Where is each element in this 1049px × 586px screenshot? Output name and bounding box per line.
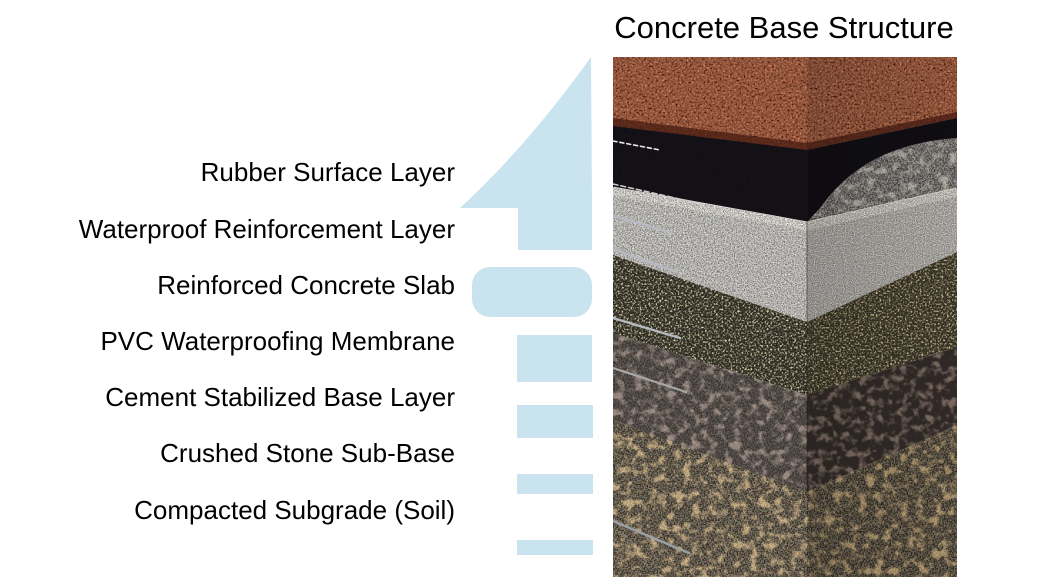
swoosh-shape	[460, 57, 592, 208]
decor-pill	[472, 267, 592, 317]
label-pvc-waterproofing-membrane: PVC Waterproofing Membrane	[100, 326, 455, 356]
label-rubber-surface-layer: Rubber Surface Layer	[200, 157, 455, 187]
label-cement-stabilized-base: Cement Stabilized Base Layer	[105, 382, 455, 412]
label-compacted-subgrade: Compacted Subgrade (Soil)	[134, 495, 455, 525]
decor-dash-1	[517, 335, 592, 382]
label-waterproof-reinforcement: Waterproof Reinforcement Layer	[78, 214, 455, 244]
decor-dash-4	[517, 540, 593, 555]
label-reinforced-concrete-slab: Reinforced Concrete Slab	[157, 270, 455, 300]
steel-pins	[613, 140, 707, 555]
decor-dash-2	[517, 405, 593, 438]
corner-shading	[807, 57, 957, 577]
decorative-swoosh-graphic	[460, 57, 593, 555]
swoosh-stem	[518, 207, 592, 250]
page-title: Concrete Base Structure	[614, 10, 954, 45]
decor-dash-3	[517, 474, 593, 494]
label-crushed-stone-sub-base: Crushed Stone Sub-Base	[160, 438, 455, 468]
structure-cutaway-photo	[613, 57, 957, 577]
